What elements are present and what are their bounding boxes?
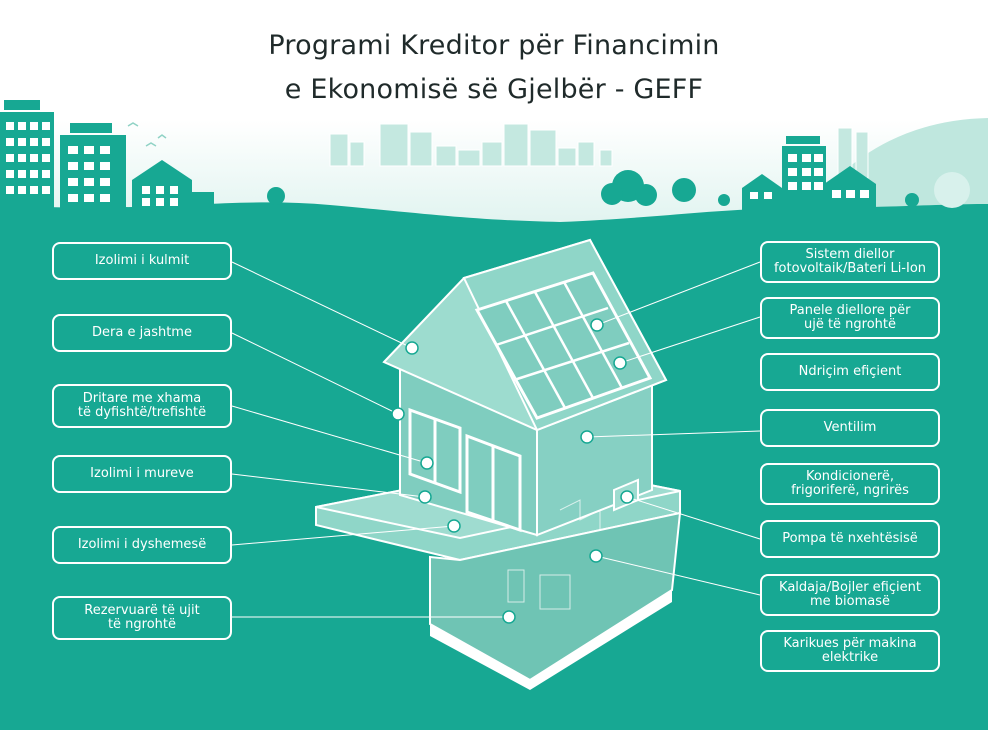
label-text: Rezervuarë të ujit të ngrohtë — [84, 603, 200, 632]
label-heat-pumps: Pompa të nxehtësisë — [760, 520, 940, 558]
label-text: Izolimi i dyshemesë — [77, 537, 207, 552]
label-floor-insulation: Izolimi i dyshemesë — [52, 526, 232, 564]
interior-hints — [507, 499, 601, 610]
basement-base — [430, 590, 672, 690]
label-solar-water-panels: Panele diellore për ujë të ngrohtë — [760, 297, 940, 339]
label-ventilation: Ventilim — [760, 409, 940, 447]
distant-city — [329, 123, 613, 167]
right-building-windows — [750, 154, 869, 199]
label-pv-system: Sistem diellor fotovoltaik/Bateri Li-Ion — [760, 241, 940, 283]
birds — [127, 122, 167, 147]
label-text: Izolimi i kulmit — [94, 253, 190, 268]
connector-lines — [231, 261, 761, 618]
window-frames — [408, 407, 522, 533]
label-ev-chargers: Karikues për makina elektrike — [760, 630, 940, 672]
label-biomass-boiler: Kaldaja/Bojler efiçient me biomasë — [760, 574, 940, 616]
label-exterior-door: Dera e jashtme — [52, 314, 232, 352]
solar-panel-grid — [495, 281, 630, 409]
label-text: Ventilim — [823, 420, 877, 435]
label-wall-insulation: Izolimi i mureve — [52, 455, 232, 493]
label-ac-fridges: Kondicionerë, frigoriferë, ngrirës — [760, 463, 940, 505]
connector-dots — [391, 318, 634, 624]
label-roof-insulation: Izolimi i kulmit — [52, 242, 232, 280]
title-line-2: e Ekonomisë së Gjelbër - GEFF — [284, 74, 704, 105]
house-illustration — [315, 238, 682, 690]
label-text: Panele diellore për ujë të ngrohtë — [789, 303, 911, 332]
label-text: Karikues për makina elektrike — [783, 636, 917, 665]
label-text: Dritare me xhama të dyfishtë/trefishtë — [77, 391, 207, 420]
label-text: Dera e jashtme — [92, 325, 192, 340]
label-windows: Dritare me xhama të dyfishtë/trefishtë — [52, 384, 232, 428]
label-efficient-lighting: Ndriçim efiçient — [760, 353, 940, 391]
label-text: Kondicionerë, frigoriferë, ngrirës — [791, 469, 909, 498]
label-text: Izolimi i mureve — [90, 466, 194, 481]
label-text: Sistem diellor fotovoltaik/Bateri Li-Ion — [773, 247, 927, 276]
left-building-windows — [6, 122, 178, 206]
label-hot-water-tanks: Rezervuarë të ujit të ngrohtë — [52, 596, 232, 640]
title-line-1: Programi Kreditor për Financimin — [268, 30, 720, 61]
trees — [267, 170, 919, 210]
distant-tower — [855, 131, 869, 179]
label-text: Ndriçim efiçient — [798, 364, 902, 379]
label-text: Pompa të nxehtësisë — [782, 531, 918, 546]
label-text: Kaldaja/Bojler efiçient me biomasë — [779, 580, 921, 609]
pale-tree — [934, 172, 970, 208]
